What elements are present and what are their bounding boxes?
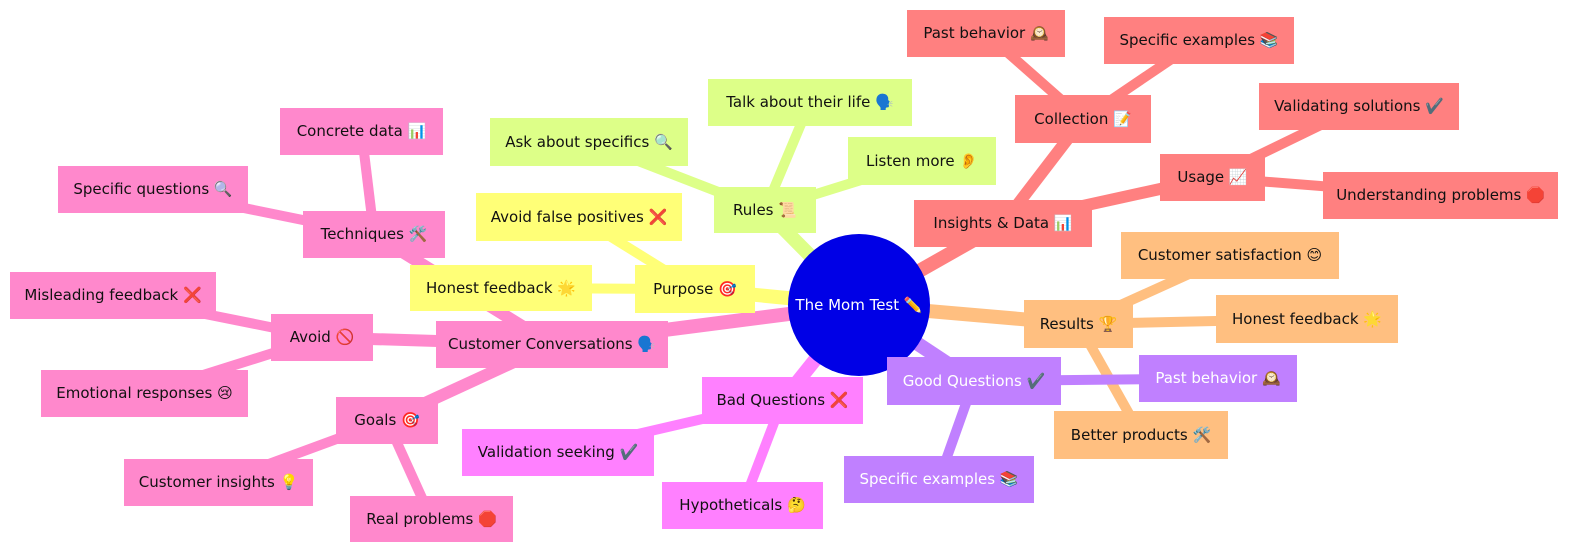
node-rules: Rules 📜 [714, 187, 816, 233]
node-label: Specific examples 📚 [859, 470, 1019, 488]
node-label: Validating solutions ✔️ [1274, 97, 1444, 115]
node-label: Honest feedback 🌟 [425, 278, 576, 297]
node-label: Customer insights 💡 [138, 473, 299, 491]
node-collection: Collection 📝 [1015, 95, 1151, 143]
node-label: Concrete data 📊 [296, 122, 427, 140]
node-real-problems: Real problems 🛑 [350, 496, 513, 542]
node-bad-questions: Bad Questions ❌ [702, 377, 863, 424]
root-node-the-mom-test: The Mom Test ✏️ [788, 234, 930, 376]
node-customer-insights: Customer insights 💡 [124, 459, 313, 506]
node-label: Honest feedback 🌟 [1231, 309, 1382, 328]
root-label: The Mom Test ✏️ [795, 296, 923, 314]
node-customer-satisfaction: Customer satisfaction 😊 [1121, 232, 1339, 279]
node-label: Bad Questions ❌ [716, 391, 849, 409]
node-honest-feedback: Honest feedback 🌟 [1216, 295, 1398, 343]
node-label: Specific examples 📚 [1119, 31, 1279, 49]
node-specific-examples: Specific examples 📚 [844, 456, 1034, 503]
node-results: Results 🏆 [1024, 300, 1133, 348]
node-label: Talk about their life 🗣️ [726, 93, 894, 111]
node-past-behavior: Past behavior 🕰️ [907, 10, 1065, 57]
node-label: Past behavior 🕰️ [923, 24, 1049, 42]
node-ask-about-specifics: Ask about specifics 🔍 [490, 118, 688, 166]
node-honest-feedback: Honest feedback 🌟 [410, 265, 592, 311]
node-understanding-problems: Understanding problems 🛑 [1323, 172, 1558, 219]
node-validation-seeking: Validation seeking ✔️ [462, 429, 654, 476]
node-label: Understanding problems 🛑 [1336, 186, 1545, 204]
node-techniques: Techniques 🛠️ [303, 211, 445, 258]
node-label: Past behavior 🕰️ [1155, 369, 1281, 387]
node-label: Listen more 👂 [865, 151, 979, 170]
node-label: Specific questions 🔍 [73, 180, 233, 198]
node-past-behavior: Past behavior 🕰️ [1139, 355, 1297, 402]
node-label: Emotional responses 😢 [56, 384, 233, 402]
node-label: Hypotheticals 🤔 [679, 496, 806, 514]
node-misleading-feedback: Misleading feedback ❌ [10, 272, 216, 319]
node-label: Purpose 🎯 [653, 279, 737, 298]
node-concrete-data: Concrete data 📊 [280, 108, 443, 155]
node-avoid-false-positives: Avoid false positives ❌ [476, 193, 682, 241]
node-label: Results 🏆 [1039, 314, 1118, 333]
node-purpose: Purpose 🎯 [635, 265, 755, 313]
node-label: Insights & Data 📊 [933, 214, 1073, 232]
node-emotional-responses: Emotional responses 😢 [41, 370, 248, 417]
node-label: Techniques 🛠️ [320, 225, 428, 243]
node-label: Real problems 🛑 [366, 509, 497, 528]
node-usage: Usage 📈 [1160, 154, 1265, 201]
node-label: Goals 🎯 [354, 411, 420, 429]
node-label: Customer satisfaction 😊 [1137, 246, 1323, 264]
node-avoid: Avoid 🚫 [271, 314, 373, 361]
node-label: Misleading feedback ❌ [24, 286, 202, 304]
node-label: Usage 📈 [1177, 168, 1248, 186]
node-validating-solutions: Validating solutions ✔️ [1259, 83, 1459, 130]
node-label: Validation seeking ✔️ [477, 443, 639, 461]
node-hypotheticals: Hypotheticals 🤔 [662, 482, 823, 529]
node-label: Avoid false positives ❌ [490, 207, 668, 226]
node-good-questions: Good Questions ✔️ [887, 357, 1061, 405]
node-specific-questions: Specific questions 🔍 [58, 166, 248, 213]
node-insights-and-data: Insights & Data 📊 [914, 200, 1092, 247]
node-listen-more: Listen more 👂 [848, 137, 996, 185]
node-label: Customer Conversations 🗣️ [447, 335, 657, 353]
node-label: Ask about specifics 🔍 [505, 132, 673, 151]
node-label: Collection 📝 [1034, 109, 1132, 128]
node-label: Rules 📜 [733, 200, 797, 219]
node-label: Better products 🛠️ [1070, 425, 1212, 444]
node-label: Good Questions ✔️ [902, 371, 1046, 390]
node-better-products: Better products 🛠️ [1054, 411, 1228, 459]
node-talk-about-their-life: Talk about their life 🗣️ [708, 79, 912, 126]
node-specific-examples: Specific examples 📚 [1104, 17, 1294, 64]
node-label: Avoid 🚫 [289, 328, 355, 346]
node-customer-conversations: Customer Conversations 🗣️ [436, 321, 668, 368]
node-goals: Goals 🎯 [336, 397, 438, 444]
